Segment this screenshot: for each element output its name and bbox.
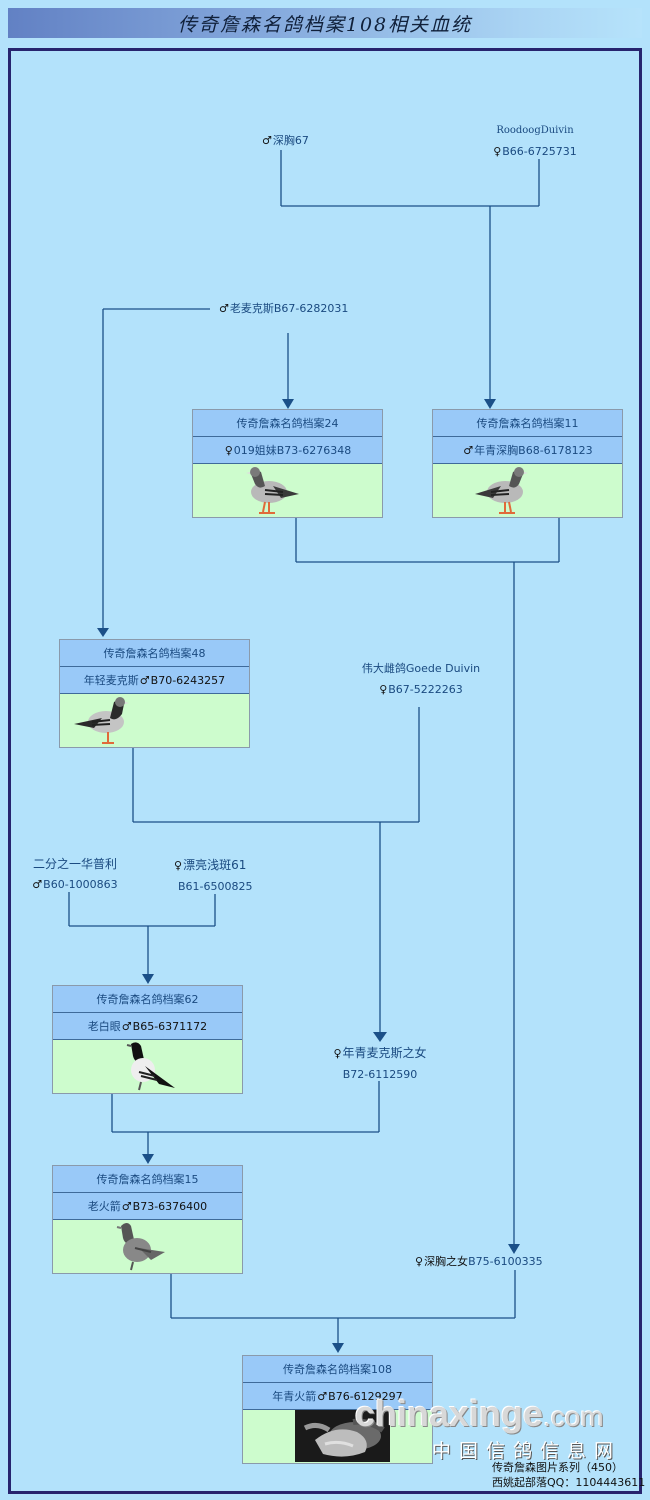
- ancestor-piaoliang: ♀漂亮浅斑61 B61-6500825: [174, 858, 254, 894]
- card-title: 传奇詹森名鸽档案108: [243, 1356, 432, 1383]
- ancestor-nianqing-zhinv: ♀年青麦克斯之女 B72-6112590: [330, 1046, 430, 1082]
- pedigree-frame: [8, 48, 642, 1494]
- card-identity: 老白眼♂B65-6371172: [53, 1013, 242, 1040]
- card-ring: B76-6129297: [328, 1389, 403, 1403]
- ancestor-laomaikesi: ♂老麦克斯B67-6282031: [219, 302, 348, 316]
- ancestor-goede: 伟大雌鸽Goede Duivin ♀B67-5222263: [356, 662, 486, 697]
- card-name: 老白眼: [87, 1020, 121, 1033]
- male-icon: ♂: [121, 1019, 132, 1033]
- contact-caption: 西姚起部落QQ：1104443611: [492, 1476, 646, 1489]
- pigeon-photo: [193, 464, 382, 517]
- watermark-logo: chinaxinge.com: [355, 1393, 604, 1435]
- card-identity: 年轻麦克斯♂B70-6243257: [60, 667, 249, 694]
- pigeon-photo: [53, 1220, 242, 1273]
- card-name: 019姐妹: [233, 444, 277, 457]
- title-bar: 传奇詹森名鸽档案108相关血统: [8, 8, 642, 38]
- card-ring: B73-6276348: [276, 443, 352, 457]
- pigeon-photo: [53, 1040, 242, 1093]
- card-title: 传奇詹森名鸽档案62: [53, 986, 242, 1013]
- male-icon: ♂: [219, 302, 229, 315]
- ancestor-name: 深胸之女: [424, 1255, 469, 1268]
- male-icon: ♂: [317, 1389, 328, 1403]
- hand-holding-pigeon-photo: [243, 1410, 432, 1463]
- male-icon: ♂: [262, 134, 272, 147]
- pigeon-card-48[interactable]: 传奇詹森名鸽档案48 年轻麦克斯♂B70-6243257: [59, 639, 250, 748]
- male-icon: ♂: [32, 878, 43, 891]
- ancestor-name: 深胸67: [272, 134, 309, 147]
- card-title: 传奇詹森名鸽档案24: [193, 410, 382, 437]
- card-ring: B65-6371172: [132, 1019, 208, 1033]
- hand-holding-pigeon-icon: [295, 1410, 390, 1462]
- female-icon: ♀: [415, 1255, 424, 1268]
- female-icon: ♀: [493, 145, 502, 158]
- ancestor-ring: B75-6100335: [468, 1255, 543, 1268]
- pigeon-photo: [60, 694, 249, 747]
- card-ring: B70-6243257: [150, 673, 226, 687]
- card-title: 传奇詹森名鸽档案15: [53, 1166, 242, 1193]
- card-identity: 年青火箭♂B76-6129297: [243, 1383, 432, 1410]
- watermark-brand: chinaxinge: [355, 1393, 544, 1434]
- male-icon: ♂: [139, 673, 150, 687]
- pigeon-icon: [74, 697, 129, 744]
- male-icon: ♂: [463, 443, 474, 457]
- ancestor-name: 年青麦克斯之女: [342, 1046, 427, 1060]
- ancestor-ring: B67-5222263: [388, 683, 463, 696]
- ancestor-ring: B67-6282031: [273, 302, 349, 315]
- ancestor-shenxiong67: ♂深胸67: [262, 134, 309, 148]
- ancestor-ring: B66-6725731: [502, 145, 577, 158]
- ancestor-shenxiong-zhinv: ♀深胸之女B75-6100335: [415, 1255, 543, 1269]
- card-name: 老火箭: [87, 1200, 121, 1213]
- card-name: 年轻麦克斯: [83, 674, 139, 687]
- female-icon: ♀: [174, 859, 183, 872]
- ancestor-name: 二分之一华普利: [32, 857, 117, 871]
- card-ring: B68-6178123: [518, 443, 593, 457]
- ancestor-name: 漂亮浅斑61: [183, 858, 247, 872]
- ancestor-ring: B60-1000863: [43, 878, 118, 891]
- card-ring: B73-6376400: [132, 1199, 208, 1213]
- pigeon-card-62[interactable]: 传奇詹森名鸽档案62 老白眼♂B65-6371172: [52, 985, 243, 1094]
- ancestor-name: 老麦克斯: [229, 302, 274, 315]
- pigeon-icon: [116, 1223, 165, 1271]
- pigeon-card-15[interactable]: 传奇詹森名鸽档案15 老火箭♂B73-6376400: [52, 1165, 243, 1274]
- ancestor-ring: B61-6500825: [178, 880, 253, 893]
- ancestor-name: 伟大雌鸽Goede Duivin: [361, 662, 481, 675]
- pigeon-icon: [246, 467, 299, 514]
- card-name: 年青深胸: [474, 444, 519, 457]
- pigeon-icon: [126, 1042, 175, 1091]
- watermark-tld: .com: [543, 1401, 604, 1432]
- ancestor-ring: B72-6112590: [342, 1068, 418, 1081]
- pigeon-card-108[interactable]: 传奇詹森名鸽档案108 年青火箭♂B76-6129297: [242, 1355, 433, 1464]
- series-caption: 传奇詹森图片系列（450）: [492, 1461, 623, 1474]
- card-identity: 老火箭♂B73-6376400: [53, 1193, 242, 1220]
- pigeon-photo: [433, 464, 622, 517]
- male-icon: ♂: [121, 1199, 132, 1213]
- ancestor-huapuli: 二分之一华普利 ♂B60-1000863: [30, 857, 120, 892]
- ancestor-roodoog: RoodoogDuivin ♀B66-6725731: [490, 124, 580, 159]
- female-icon: ♀: [379, 683, 388, 696]
- card-title: 传奇詹森名鸽档案11: [433, 410, 622, 437]
- watermark-site-name: 中国信鸽信息网: [432, 1440, 622, 1462]
- female-icon: ♀: [333, 1047, 342, 1060]
- female-icon: ♀: [224, 443, 233, 457]
- card-title: 传奇詹森名鸽档案48: [60, 640, 249, 667]
- card-name: 年青火箭: [272, 1390, 317, 1403]
- pigeon-icon: [475, 467, 528, 514]
- page-title: 传奇詹森名鸽档案108相关血统: [177, 13, 473, 36]
- ancestor-name: RoodoogDuivin: [496, 125, 574, 136]
